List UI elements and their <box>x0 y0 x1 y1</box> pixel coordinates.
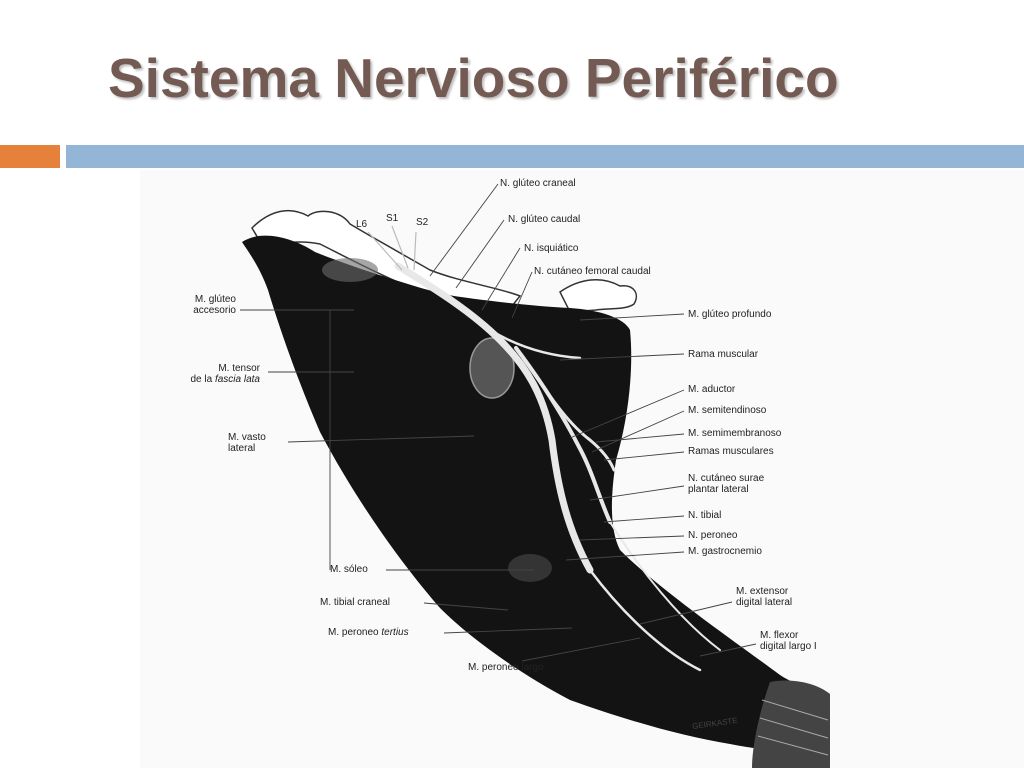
label-m-extensor-digital-lateral: M. extensor digital lateral <box>736 586 793 608</box>
label-m-flexor-digital-largo: M. flexor digital largo I <box>760 630 817 652</box>
label-m-peroneo-tertius: M. peroneo tertius <box>328 627 409 638</box>
label-rama-muscular: Rama muscular <box>688 349 759 360</box>
slide-title: Sistema Nervioso Periférico <box>108 47 839 109</box>
label-m-tensor-de-la: de la <box>190 374 213 385</box>
anatomy-illustration <box>240 183 830 768</box>
label-m-peroneo-tertius-italic: tertius <box>381 627 409 638</box>
label-n-cutaneo-surae: N. cutáneo surae plantar lateral <box>688 473 765 495</box>
pelvis-bone-right <box>559 279 638 313</box>
accent-bar-blue <box>66 145 1024 168</box>
nerve-roots <box>367 225 417 271</box>
label-n-isquiatico: N. isquiático <box>524 243 579 254</box>
accent-bar-orange <box>0 145 60 168</box>
label-m-soleo: M. sóleo <box>330 564 368 575</box>
label-m-peroneo-largo: M. peroneo largo <box>468 662 544 673</box>
label-m-gluteo-accesorio: M. glúteo accesorio <box>193 294 236 316</box>
pelvis-bone <box>251 209 522 307</box>
label-n-peroneo: N. peroneo <box>688 530 738 541</box>
label-m-gastrocnemio: M. gastrocnemio <box>688 546 762 557</box>
label-s2: S2 <box>416 217 429 228</box>
sciatic-nerve <box>394 262 721 672</box>
label-m-semimembranoso: M. semimembranoso <box>688 428 782 439</box>
label-m-aductor: M. aductor <box>688 384 736 395</box>
label-m-gluteo-profundo: M. glúteo profundo <box>688 309 772 320</box>
label-n-gluteo-craneal: N. glúteo craneal <box>500 178 576 189</box>
label-n-tibial: N. tibial <box>688 510 722 521</box>
label-m-tibial-craneal: M. tibial craneal <box>320 597 391 608</box>
label-m-tensor-fascia: fascia lata <box>214 374 260 385</box>
label-ramas-musculares: Ramas musculares <box>688 446 774 457</box>
label-n-cutaneo-femoral-caudal: N. cutáneo femoral caudal <box>534 266 651 277</box>
leader-lines <box>240 183 757 662</box>
label-m-tensor: M. tensor de la fascia lata <box>150 363 261 385</box>
label-n-gluteo-caudal: N. glúteo caudal <box>508 214 581 225</box>
limb-muscle-mass <box>242 235 824 752</box>
hip-joint <box>469 337 515 399</box>
label-m-semitendinoso: M. semitendinoso <box>688 405 767 416</box>
label-s1: S1 <box>386 213 399 224</box>
label-m-tensor-line1: M. tensor <box>218 363 260 374</box>
label-l6: L6 <box>356 219 368 230</box>
label-m-peroneo-tertius-main: M. peroneo <box>328 627 379 638</box>
anatomy-figure: N. glúteo craneal N. glúteo caudal N. is… <box>140 170 1024 768</box>
label-m-vasto-lateral: M. vasto lateral <box>228 432 266 454</box>
